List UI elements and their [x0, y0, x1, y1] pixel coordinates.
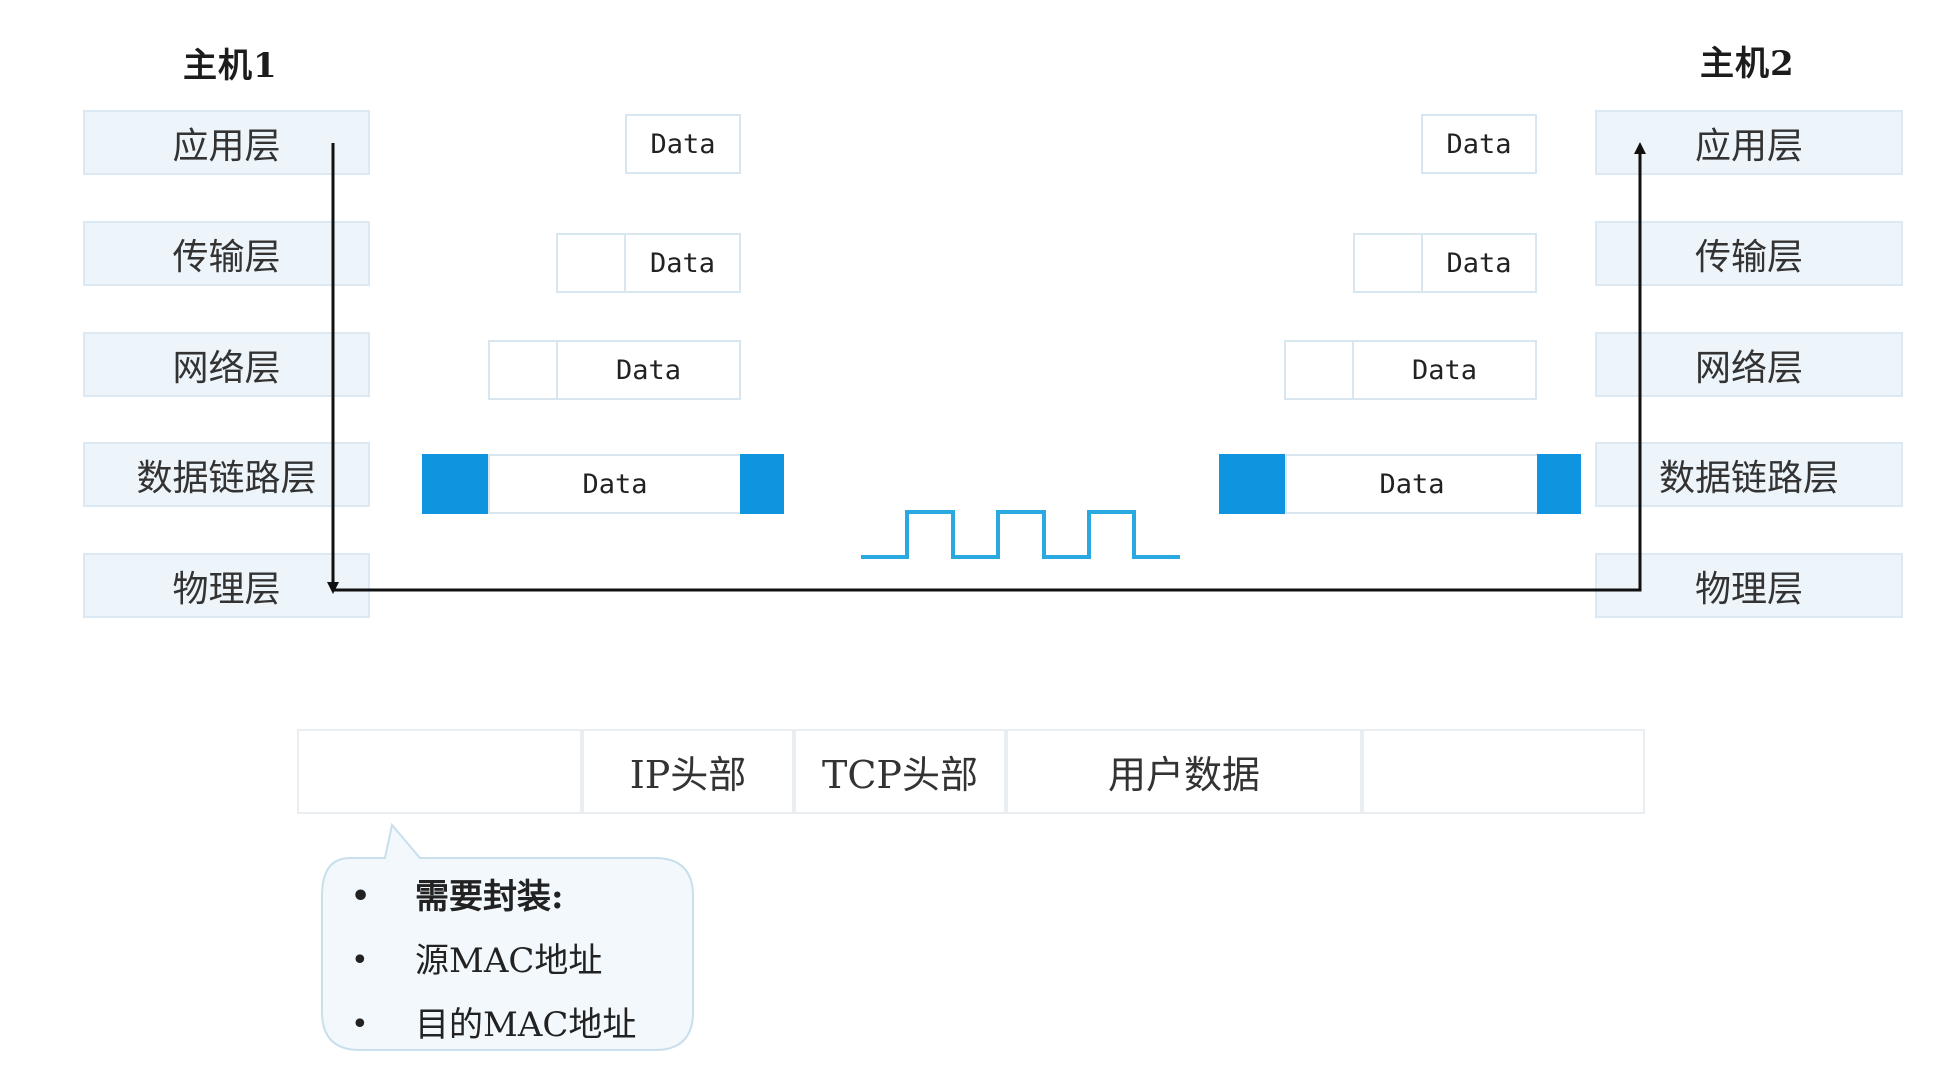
- callout-item-text: 需要封装:: [415, 877, 564, 917]
- bullet-icon: •: [351, 879, 371, 914]
- frame-ethernet-header: 以太网头部: [297, 729, 582, 814]
- callout-item: • 源MAC地址: [345, 929, 636, 993]
- callout-bubble: [321, 822, 694, 1051]
- signal-waveform: [861, 510, 1180, 559]
- host2-network-layer: 网络层: [1595, 332, 1903, 397]
- callout-item: • 需要封装:: [345, 865, 636, 929]
- host1-app-data: Data: [625, 114, 741, 174]
- host1-transport-layer: 传输层: [83, 221, 370, 286]
- bullet-icon: •: [351, 1007, 369, 1042]
- host2-app-data: Data: [1421, 114, 1537, 174]
- host2-frame-data: Data: [1285, 454, 1539, 514]
- host1-eth-trailer: [740, 454, 784, 514]
- host2-eth-header: [1219, 454, 1287, 514]
- host1-network-data: Data: [556, 340, 741, 400]
- host1-network-layer: 网络层: [83, 332, 370, 397]
- frame-user-data: 用户数据: [1006, 729, 1362, 814]
- host1-datalink-layer: 数据链路层: [83, 442, 370, 507]
- host2-application-layer: 应用层: [1595, 110, 1903, 175]
- host1-frame-data: Data: [488, 454, 742, 514]
- host1-title: 主机1: [183, 46, 278, 86]
- host1-tcp-header: [556, 233, 626, 293]
- frame-tcp-header: TCP头部: [794, 729, 1006, 814]
- bullet-icon: •: [351, 943, 369, 978]
- host1-physical-layer: 物理层: [83, 553, 370, 618]
- callout-item: • 目的MAC地址: [345, 993, 636, 1057]
- callout-item-text: 目的MAC地址: [415, 1005, 637, 1045]
- host1-ip-header: [488, 340, 558, 400]
- host2-transport-data: Data: [1421, 233, 1537, 293]
- host2-title: 主机2: [1700, 44, 1795, 84]
- callout-item-text: 源MAC地址: [415, 941, 603, 981]
- host2-physical-layer: 物理层: [1595, 553, 1903, 618]
- host2-transport-layer: 传输层: [1595, 221, 1903, 286]
- host2-tcp-header: [1353, 233, 1423, 293]
- host2-network-data: Data: [1352, 340, 1537, 400]
- host2-eth-trailer: [1537, 454, 1581, 514]
- frame-ip-header: IP头部: [582, 729, 794, 814]
- host1-application-layer: 应用层: [83, 110, 370, 175]
- frame-ethernet-trailer: 以太网尾部: [1362, 729, 1645, 814]
- callout-list: • 需要封装: • 源MAC地址 • 目的MAC地址: [345, 865, 636, 1057]
- host2-datalink-layer: 数据链路层: [1595, 442, 1903, 507]
- physical-link-line: [333, 142, 1646, 592]
- host1-transport-data: Data: [624, 233, 741, 293]
